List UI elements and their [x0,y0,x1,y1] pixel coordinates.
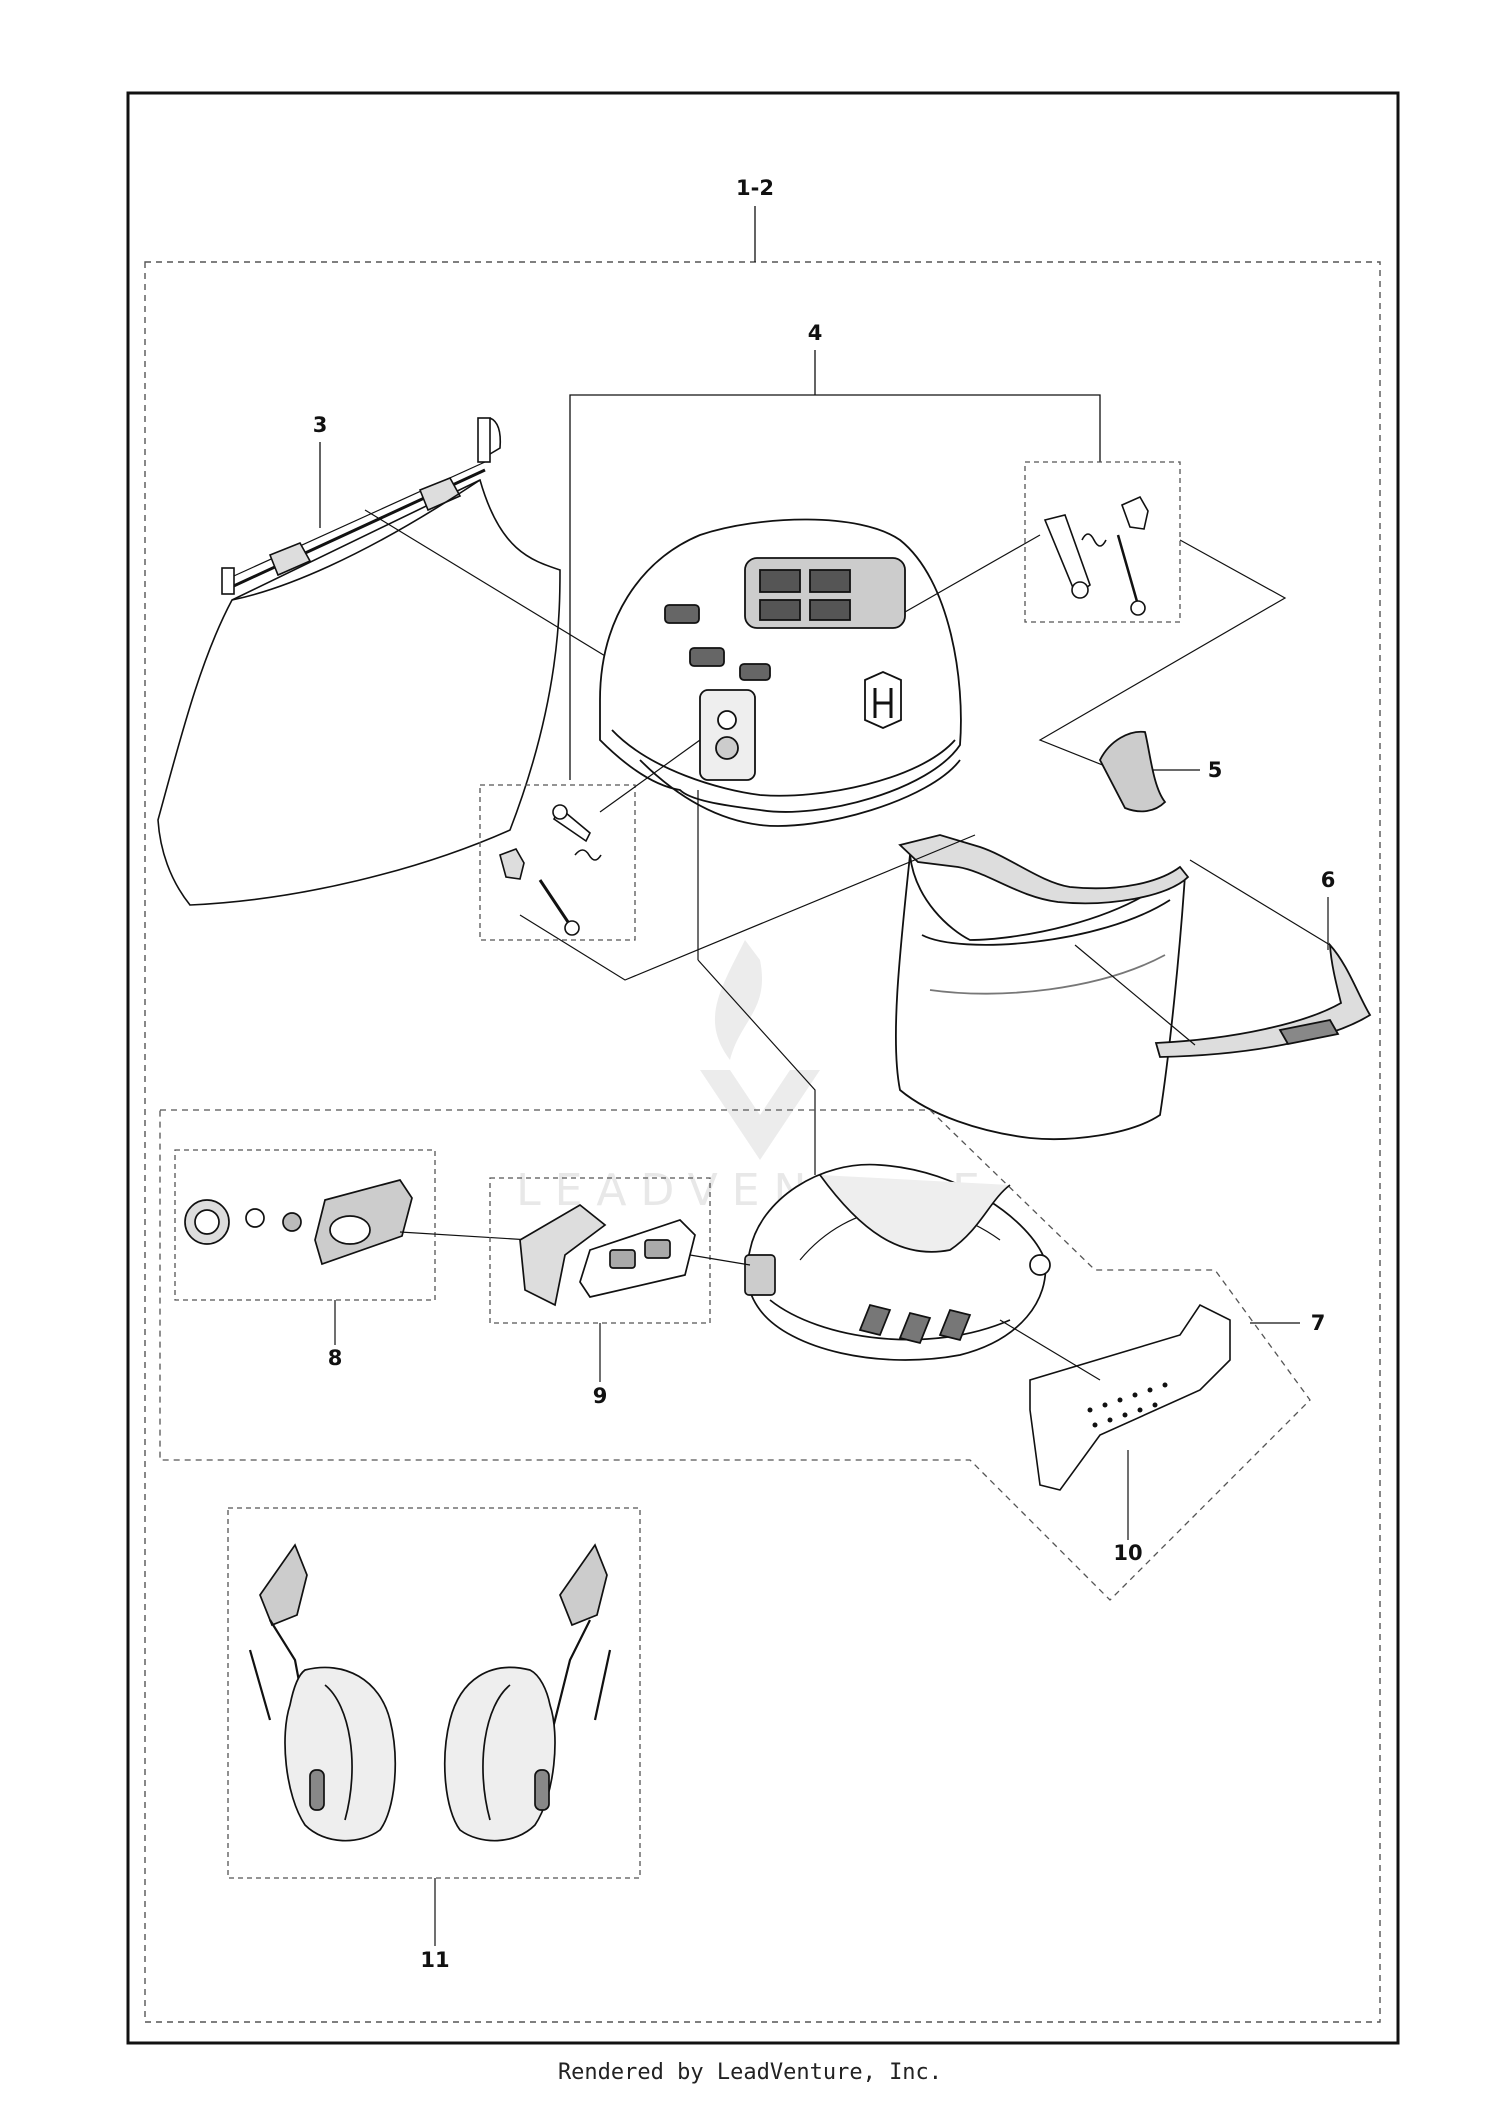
leader-hinge-left-to-helmet [599,739,701,813]
leader-suspension-drop [697,959,816,1175]
callout-9[interactable]: 9 [593,1384,608,1408]
chin-guard-part[interactable] [1154,942,1372,1058]
hinge-kit-right-box [1024,461,1181,623]
callout-3[interactable]: 3 [313,413,328,437]
leader-trim-to-chin [1189,859,1331,946]
callout-11[interactable]: 11 [420,1948,449,1972]
helmet-shell-part[interactable] [599,518,962,827]
callout-10[interactable]: 10 [1113,1541,1142,1565]
leader-visor-to-helmet [364,509,621,666]
leader-suspension-to-pad [999,1319,1101,1381]
ratchet-kit-box [174,1149,436,1301]
leader-hinge-right-to-visor [1038,539,1287,781]
leader-sweatband-to-suspension [689,1254,751,1266]
assembly-boundary [144,261,1381,2023]
leader-ratchet-to-sweatband [399,1231,531,1241]
leader-helmet-to-hinge-right [904,534,1041,613]
visor-part[interactable] [157,417,561,906]
watermark-logo [700,940,820,1160]
leader-hinge-left-to-shield [519,834,976,981]
ear-muffs-box [227,1507,641,1879]
callout-1-2[interactable]: 1-2 [736,176,774,200]
comfort-pad-part[interactable] [1029,1303,1231,1491]
hinge-kit-left-part[interactable] [499,804,602,936]
footer-credit: Rendered by LeadVenture, Inc. [557,2060,943,2085]
hinge-kit-right-part[interactable] [1043,495,1149,616]
bracket-4 [569,394,1101,780]
face-shield-part[interactable] [894,730,1190,1140]
ear-muffs-part[interactable] [248,1543,612,1842]
callout-8[interactable]: 8 [328,1346,343,1370]
callout-5[interactable]: 5 [1208,758,1223,782]
callout-7[interactable]: 7 [1311,1311,1326,1335]
callout-4[interactable]: 4 [808,321,823,345]
sweatband-kit-box [489,1177,711,1324]
leader-shield-to-chin [1074,944,1196,1046]
suspension-group-boundary [159,1109,1311,1601]
diagram-frame [126,91,1400,2045]
suspension-part[interactable] [744,1163,1051,1361]
callout-6[interactable]: 6 [1321,868,1336,892]
sweatband-kit-part[interactable] [519,1203,696,1307]
hinge-kit-left-box [479,784,636,941]
ratchet-kit-part[interactable] [184,1179,413,1266]
